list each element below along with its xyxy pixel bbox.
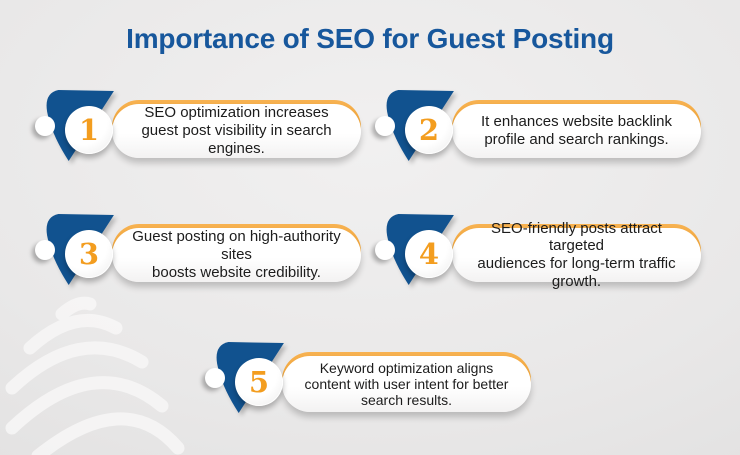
item-number: 4	[418, 236, 440, 271]
connector-dot	[205, 368, 225, 388]
item-number: 2	[418, 112, 440, 147]
seo-point-1: SEO optimization increases guest post vi…	[34, 88, 366, 178]
text-capsule: Guest posting on high-authority sites bo…	[112, 224, 361, 282]
item-text: SEO optimization increases guest post vi…	[141, 104, 332, 157]
number-badge: 2	[405, 106, 453, 154]
item-text: SEO-friendly posts attract targeted audi…	[477, 219, 676, 290]
text-capsule: SEO optimization increases guest post vi…	[112, 100, 361, 158]
number-badge: 1	[65, 106, 113, 154]
page-title: Importance of SEO for Guest Posting	[126, 23, 614, 54]
text-capsule: It enhances website backlink profile and…	[452, 100, 701, 158]
item-text: It enhances website backlink profile and…	[481, 113, 672, 148]
number-badge: 4	[405, 230, 453, 278]
item-text: Keyword optimization aligns content with…	[304, 359, 509, 409]
seo-point-2: It enhances website backlink profile and…	[374, 88, 706, 178]
seo-point-5: Keyword optimization aligns content with…	[204, 340, 536, 430]
number-badge: 5	[235, 358, 283, 406]
number-badge: 3	[65, 230, 113, 278]
connector-dot	[35, 240, 55, 260]
connector-dot	[35, 116, 55, 136]
connector-dot	[375, 240, 395, 260]
item-text: Guest posting on high-authority sites bo…	[132, 228, 341, 281]
item-number: 1	[78, 112, 100, 147]
text-capsule: Keyword optimization aligns content with…	[282, 352, 531, 412]
item-number: 5	[248, 364, 270, 399]
seo-point-4: SEO-friendly posts attract targeted audi…	[374, 212, 706, 302]
connector-dot	[375, 116, 395, 136]
text-capsule: SEO-friendly posts attract targeted audi…	[452, 220, 701, 290]
seo-point-3: Guest posting on high-authority sites bo…	[34, 212, 366, 302]
item-number: 3	[78, 236, 100, 271]
globe-watermark-icon	[5, 296, 185, 455]
